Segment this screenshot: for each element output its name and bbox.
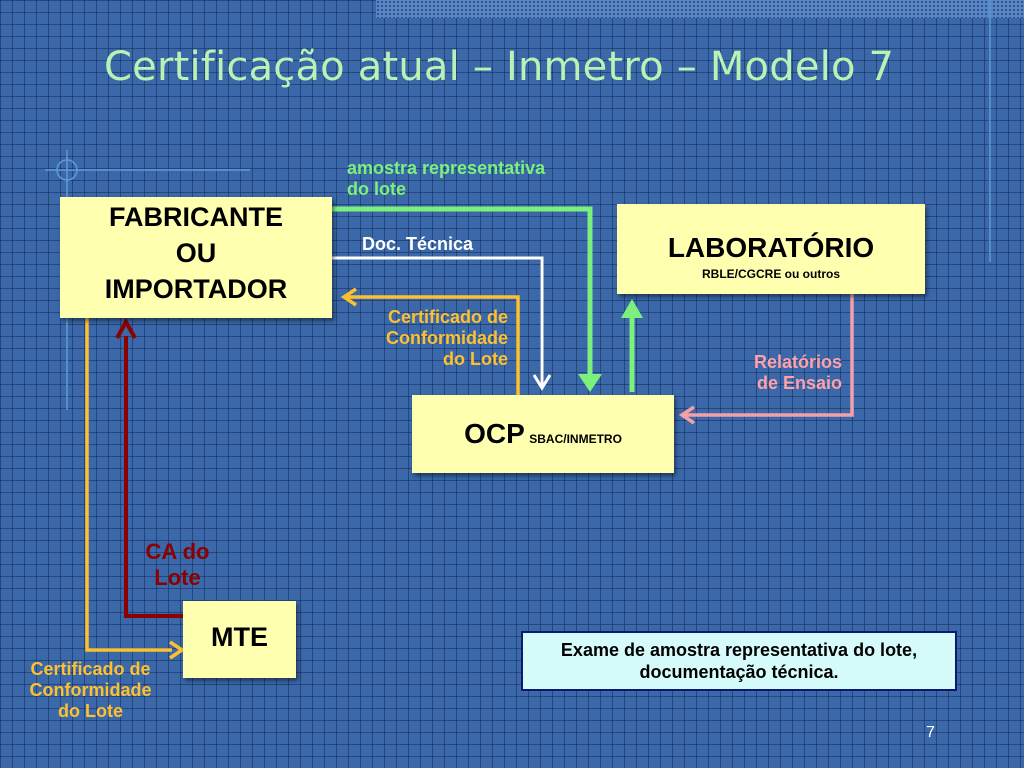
- label-certificado-mte-line1: Certificado de: [30, 659, 151, 679]
- label-certificado-mte-line2: Conformidade: [29, 680, 152, 700]
- arrowhead-amostra: [578, 374, 602, 392]
- page-number: 7: [926, 724, 935, 741]
- fabricante-line1: FABRICANTE: [109, 202, 283, 232]
- arrow-doc-tecnica: [332, 256, 544, 386]
- label-amostra: amostra representativa do lote: [347, 158, 545, 200]
- label-certificado-ocp-line2: Conformidade: [385, 328, 508, 348]
- note-box: Exame de amostra representativa do lote,…: [521, 631, 957, 691]
- laboratorio-box: LABORATÓRIO RBLE/CGCRE ou outros: [617, 204, 925, 294]
- label-amostra-line2: do lote: [347, 179, 406, 199]
- arrow-ca-lote: [124, 336, 183, 618]
- arrowhead-certificado-ocp: [340, 287, 357, 307]
- ocp-title: OCP: [464, 418, 525, 449]
- ocp-subtitle: SBAC/INMETRO: [529, 432, 622, 446]
- laboratorio-subtitle: RBLE/CGCRE ou outros: [702, 267, 840, 281]
- decorative-circle: [56, 159, 78, 181]
- arrowhead-ocp-laboratorio: [621, 299, 643, 318]
- fabricante-line3: IMPORTADOR: [104, 274, 288, 304]
- label-ca-lote: CA do Lote: [130, 539, 225, 591]
- arrow-amostra: [332, 206, 593, 378]
- label-certificado-ocp-line3: do Lote: [443, 349, 508, 369]
- mte-box: MTE: [183, 601, 296, 678]
- label-doc-tecnica: Doc. Técnica: [362, 234, 474, 254]
- arrowhead-ca-lote: [115, 317, 137, 339]
- header-pattern-band: [376, 0, 1024, 18]
- label-certificado-ocp: Certificado de Conformidade do Lote: [340, 307, 508, 370]
- fabricante-importador-box: FABRICANTE OU IMPORTADOR: [60, 197, 332, 318]
- arrow-certificado-ocp: [346, 295, 520, 395]
- laboratorio-title: LABORATÓRIO: [667, 232, 875, 263]
- arrowhead-certificado-mte: [169, 640, 186, 660]
- label-ca-lote-line2: Lote: [154, 565, 201, 590]
- slide-title: Certificação atual – Inmetro – Modelo 7: [104, 44, 895, 90]
- label-certificado-mte-line3: do Lote: [58, 701, 123, 721]
- label-relatorios-line2: de Ensaio: [756, 373, 842, 393]
- label-amostra-line1: amostra representativa: [347, 158, 546, 178]
- label-certificado-ocp-line1: Certificado de: [387, 307, 508, 327]
- label-certificado-mte: Certificado de Conformidade do Lote: [8, 659, 173, 722]
- mte-title: MTE: [211, 622, 268, 652]
- label-relatorios-line1: Relatórios: [753, 352, 842, 372]
- arrow-certificado-mte: [85, 318, 172, 652]
- fabricante-line2: OU: [175, 238, 217, 268]
- arrowhead-relatorios: [678, 405, 695, 425]
- label-relatorios: Relatórios de Ensaio: [700, 352, 842, 394]
- arrow-relatorios: [684, 294, 854, 417]
- arrowhead-doc-tecnica: [532, 374, 552, 391]
- ocp-box: OCP SBAC/INMETRO: [412, 395, 674, 473]
- label-ca-lote-line1: CA do: [145, 539, 210, 564]
